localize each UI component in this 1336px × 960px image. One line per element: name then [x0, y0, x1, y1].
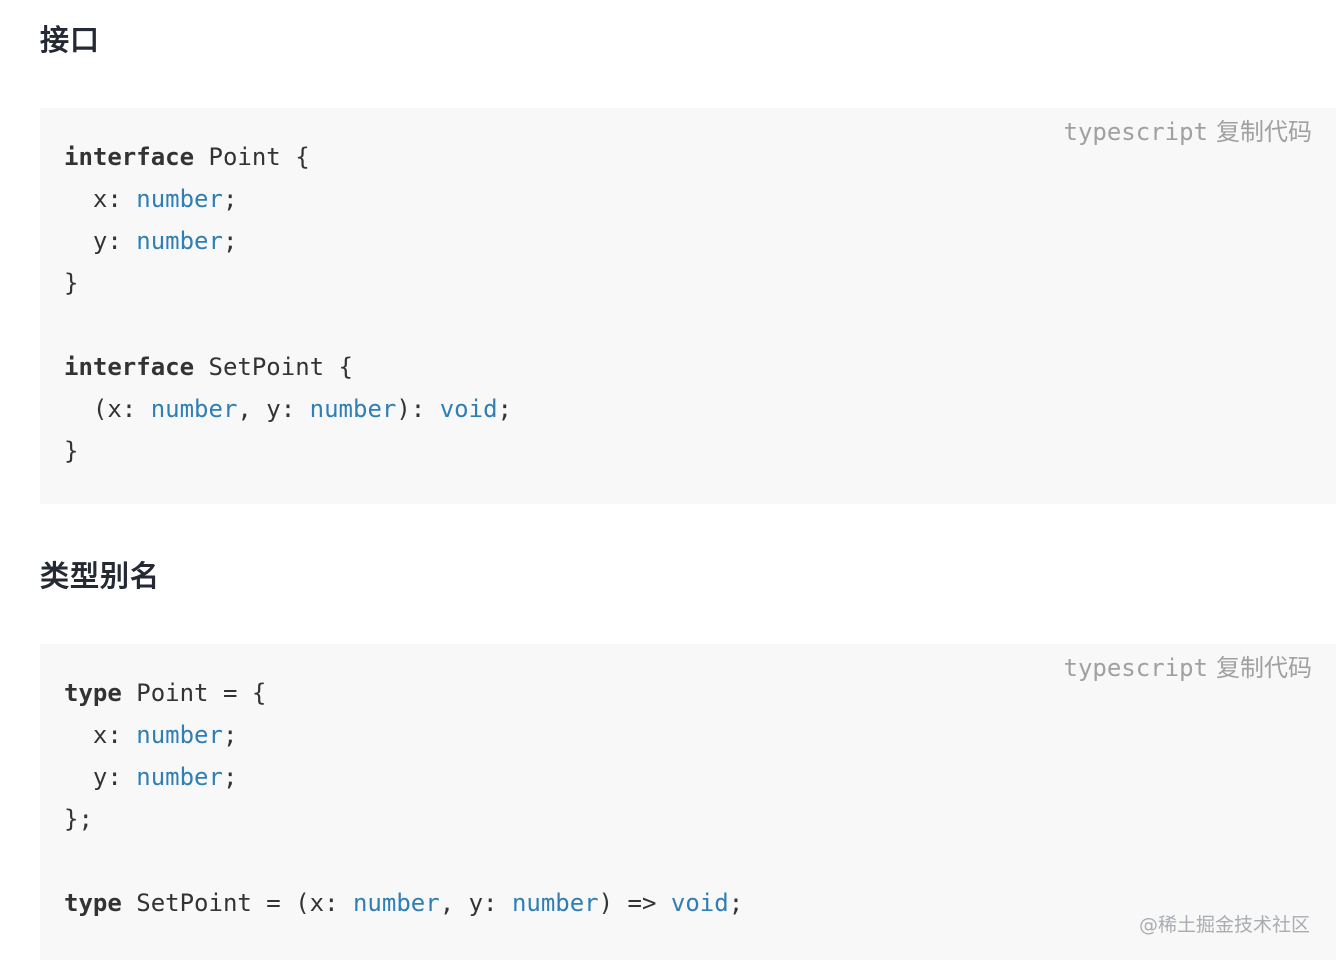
- code-line: x: number;: [64, 721, 238, 749]
- code-keyword: type: [64, 679, 122, 707]
- copy-code-button[interactable]: 复制代码: [1216, 654, 1312, 682]
- code-text: Point {: [194, 143, 310, 171]
- code-line: y: number;: [64, 227, 238, 255]
- code-text: ):: [396, 395, 440, 423]
- code-text: ;: [222, 227, 238, 255]
- code-text: y:: [64, 763, 137, 791]
- code-line: (x: number, y: number): void;: [64, 395, 512, 423]
- code-type: number: [136, 185, 223, 213]
- code-type: number: [136, 721, 223, 749]
- code-text: ;: [222, 721, 238, 749]
- code-text: };: [64, 805, 93, 833]
- code-text: }: [64, 437, 79, 465]
- code-keyword: interface: [64, 353, 195, 381]
- code-text: x:: [64, 185, 137, 213]
- code-language-label: typescript: [1063, 654, 1209, 682]
- code-line: };: [64, 805, 93, 833]
- code-line: type Point = {: [64, 679, 266, 707]
- code-type: number: [150, 395, 238, 423]
- code-text: ;: [497, 395, 512, 423]
- code-text: SetPoint = (x:: [121, 889, 353, 917]
- section-heading-interface: 接口: [40, 23, 101, 57]
- code-line: y: number;: [64, 763, 238, 791]
- code-text: ;: [728, 889, 744, 917]
- code-type: number: [136, 227, 223, 255]
- code-content: type Point = { x: number; y: number; }; …: [64, 672, 743, 924]
- code-line: x: number;: [64, 185, 238, 213]
- code-text: SetPoint {: [194, 353, 353, 381]
- code-text: }: [64, 269, 79, 297]
- code-text: y:: [64, 227, 137, 255]
- code-text: ;: [222, 185, 238, 213]
- code-line: }: [64, 437, 78, 465]
- code-text: , y:: [439, 889, 512, 917]
- code-type: void: [670, 889, 729, 917]
- watermark: @稀土掘金技术社区: [1138, 914, 1310, 936]
- code-text: x:: [64, 721, 137, 749]
- code-content: interface Point { x: number; y: number; …: [64, 136, 512, 472]
- code-line: type SetPoint = (x: number, y: number) =…: [64, 889, 743, 917]
- section-heading-type-alias: 类型别名: [40, 559, 161, 593]
- code-type: number: [136, 763, 223, 791]
- code-line: }: [64, 269, 78, 297]
- code-text: (x:: [64, 395, 151, 423]
- code-keyword: interface: [64, 143, 195, 171]
- code-text: Point = {: [121, 679, 267, 707]
- code-keyword: type: [64, 889, 122, 917]
- code-text: ) =>: [598, 889, 671, 917]
- code-text: ;: [222, 763, 238, 791]
- code-text: , y:: [237, 395, 310, 423]
- code-type: number: [352, 889, 440, 917]
- code-line: interface Point {: [64, 143, 310, 171]
- code-type: void: [439, 395, 498, 423]
- code-language-label: typescript: [1063, 118, 1209, 146]
- copy-code-button[interactable]: 复制代码: [1216, 118, 1312, 146]
- code-type: number: [511, 889, 599, 917]
- code-type: number: [309, 395, 397, 423]
- code-line: interface SetPoint {: [64, 353, 353, 381]
